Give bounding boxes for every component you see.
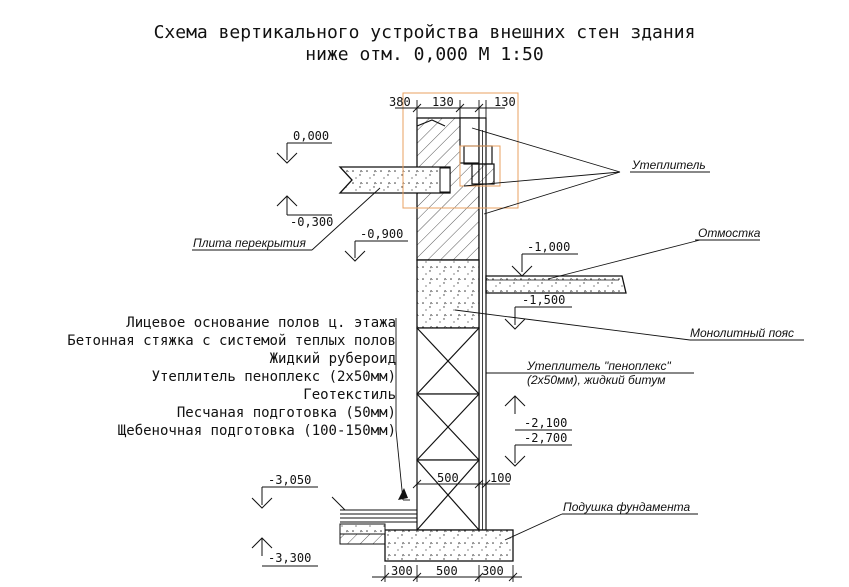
elev-1500: -1,500 [522,293,565,307]
label-foundation-pad: Подушка фундамента [563,500,691,514]
label-insulation: Утеплитель [631,158,706,172]
detail-frame [402,92,519,209]
label-floor-slab: Плита перекрытия [193,236,306,250]
floor-layer: Песчаная подготовка (50мм) [177,405,396,421]
elevation-markers [251,142,578,567]
floor-slab [338,166,451,194]
elev-0000: 0,000 [293,129,329,143]
dim-mid-500: 500 [437,471,459,485]
basement-floor [331,496,417,545]
blind-area [485,275,627,294]
elev-3300: -3,300 [268,551,311,565]
elev-2700: -2,700 [524,431,567,445]
floor-layer-list: Лицевое основание полов ц. этажа Бетонна… [67,315,396,439]
dim-top-380: 380 [389,95,411,109]
elev-0900: -0,900 [360,227,403,241]
foundation-pad [384,529,514,562]
monolithic-belt [416,259,480,329]
dim-mid-100: 100 [490,471,512,485]
dim-bot-300b: 300 [482,564,504,578]
dim-bot-300a: 300 [391,564,413,578]
dim-top-130b: 130 [494,95,516,109]
floor-layer: Щебеночная подготовка (100-150мм) [118,423,396,439]
floor-layer: Жидкий рубероид [270,351,396,367]
dimension-lines [372,100,522,582]
elev-0300: -0,300 [290,215,333,229]
elev-1000: -1,000 [527,240,570,254]
floor-layer: Утеплитель пеноплекс (2x50мм) [152,369,396,385]
elev-2100: -2,100 [524,416,567,430]
label-penoplex-line-1: Утеплитель "пеноплекс" [526,359,671,373]
floor-layer: Геотекстиль [303,387,396,403]
drawing-title-line-2: ниже отм. 0,000 М 1:50 [305,44,544,65]
label-monolithic-belt: Монолитный пояс [690,326,794,340]
foundation-blocks [416,327,480,531]
floor-layer: Бетонная стяжка с системой теплых полов [67,333,396,349]
dim-bot-500: 500 [436,564,458,578]
dim-top-130a: 130 [432,95,454,109]
structure [331,92,627,562]
label-blind-area: Отмостка [698,226,761,240]
drawing-title-line-1: Схема вертикального устройства внешних с… [153,22,696,43]
elev-3050: -3,050 [268,473,311,487]
label-penoplex-line-2: (2x50мм), жидкий битум [527,373,665,387]
leader-lines [192,127,804,541]
floor-layer: Лицевое основание полов ц. этажа [126,315,396,331]
